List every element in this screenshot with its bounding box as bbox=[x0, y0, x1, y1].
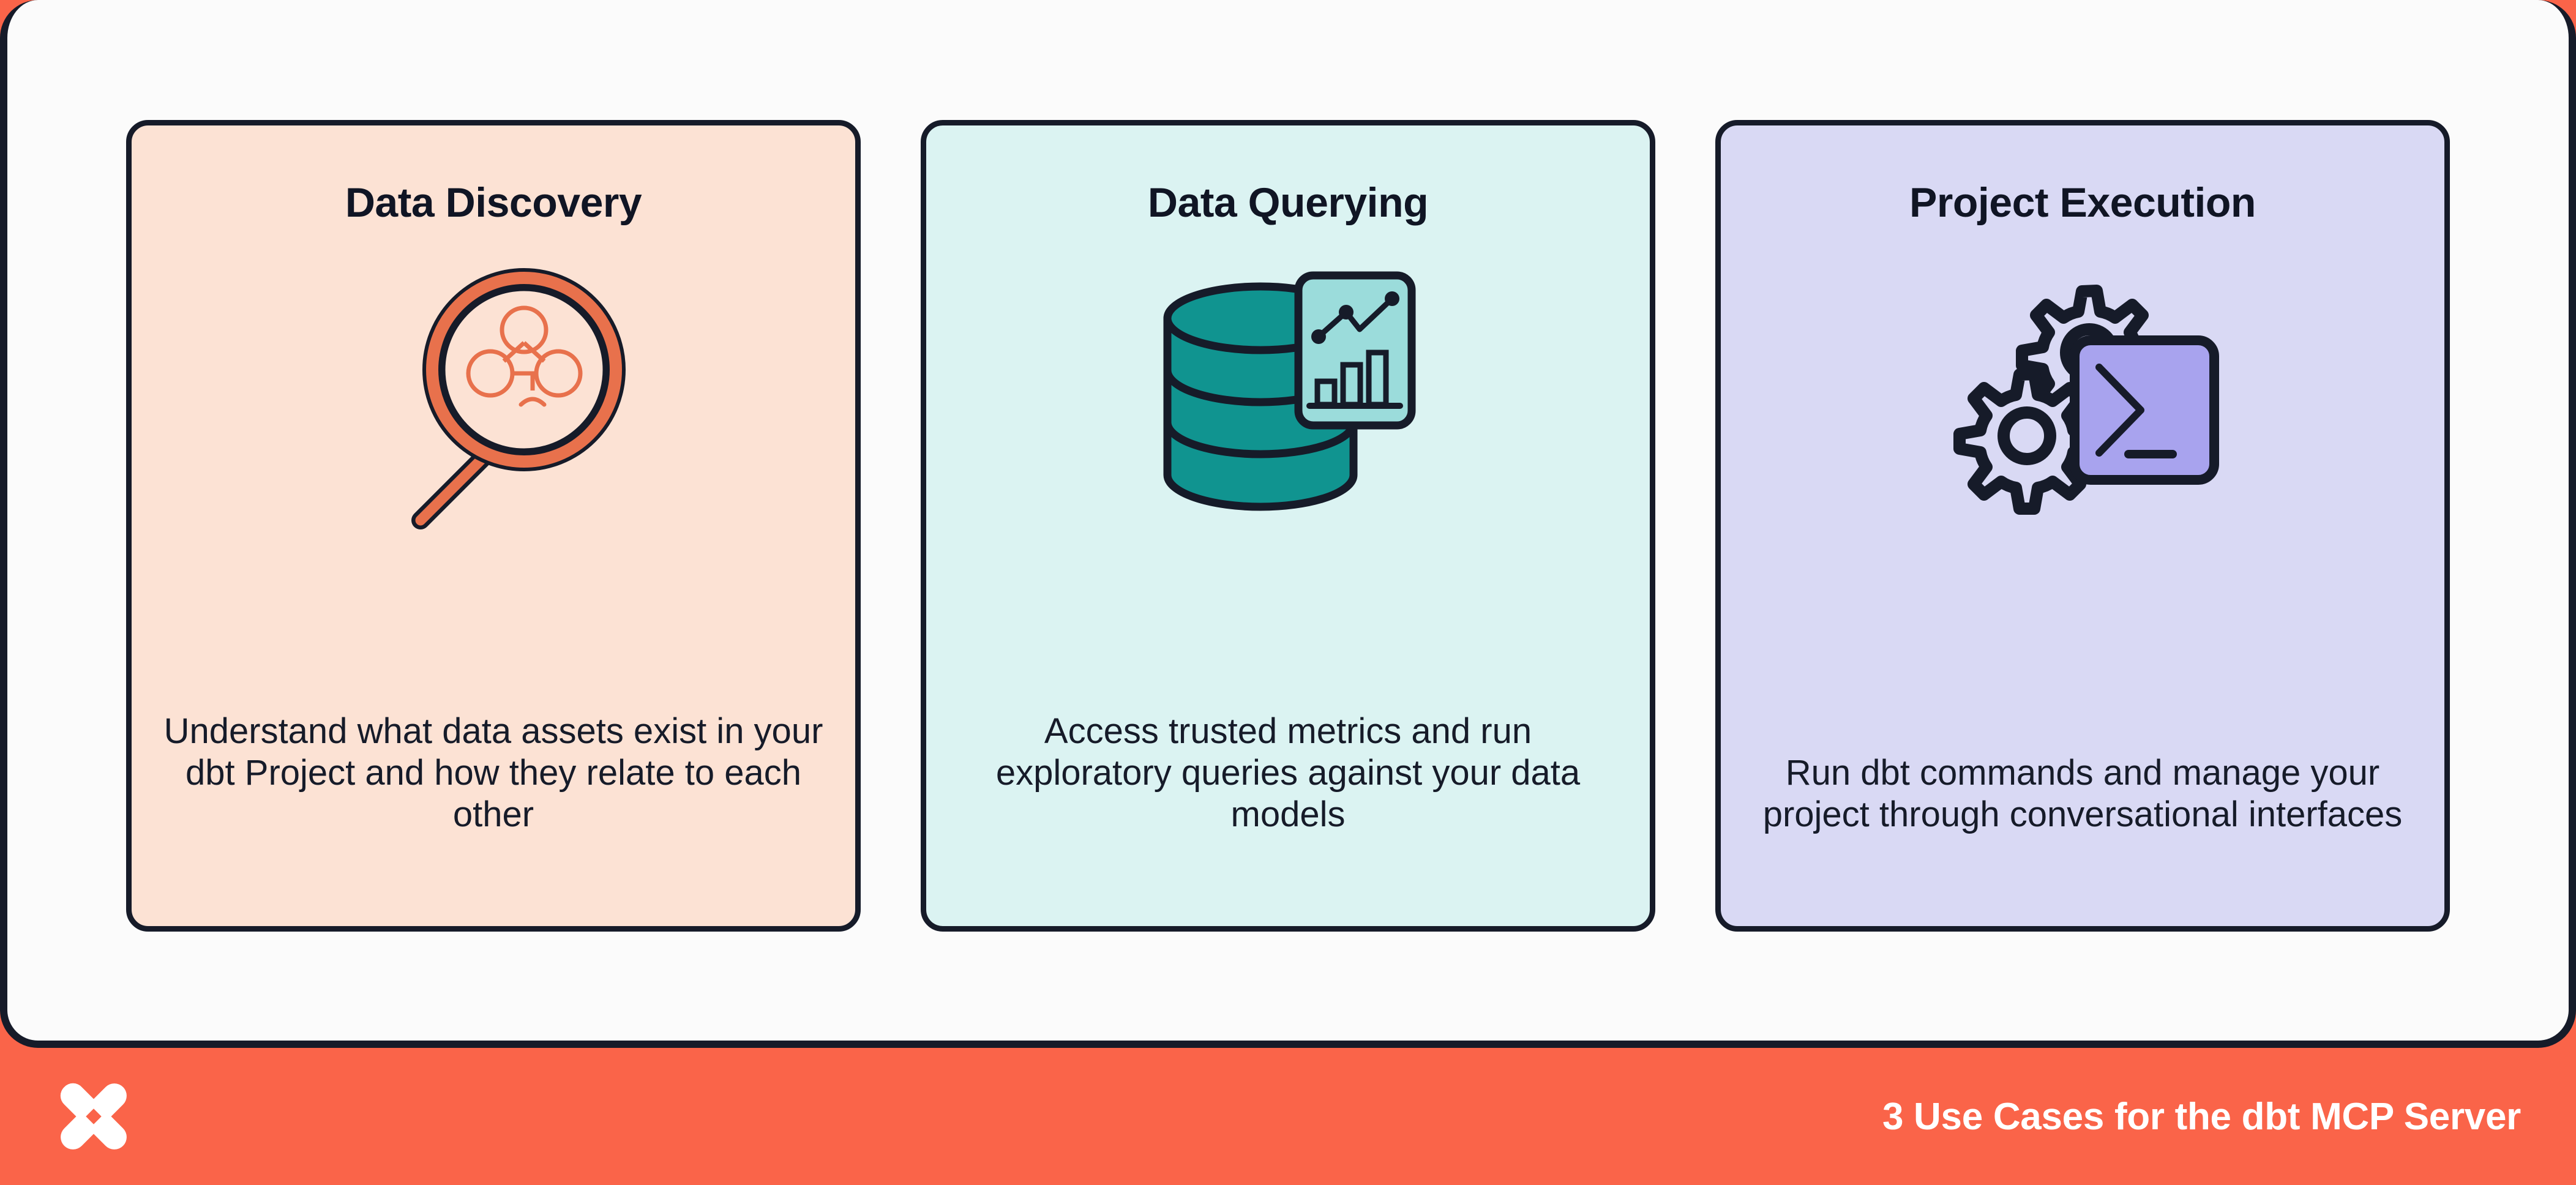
card-body: Understand what data assets exist in you… bbox=[163, 711, 823, 835]
card-body: Access trusted metrics and run explorato… bbox=[995, 711, 1581, 835]
use-case-card-project-execution[interactable]: Project Execution bbox=[1715, 120, 2450, 932]
card-title: Data Querying bbox=[1147, 179, 1429, 226]
gears-terminal-icon bbox=[1721, 253, 2444, 547]
use-case-card-row: Data Discovery bbox=[0, 120, 2576, 934]
database-chart-icon bbox=[926, 253, 1650, 547]
card-title: Data Discovery bbox=[345, 179, 642, 226]
use-case-card-data-querying[interactable]: Data Querying bbox=[921, 120, 1655, 932]
card-body: Run dbt commands and manage your project… bbox=[1762, 753, 2403, 835]
use-case-card-data-discovery[interactable]: Data Discovery bbox=[126, 120, 861, 932]
card-title: Project Execution bbox=[1909, 179, 2256, 226]
footer-caption: 3 Use Cases for the dbt MCP Server bbox=[1882, 1095, 2521, 1138]
magnifying-glass-lineage-icon bbox=[132, 253, 855, 547]
dbt-logo-icon bbox=[48, 1071, 140, 1162]
footer-bar: 3 Use Cases for the dbt MCP Server bbox=[0, 1048, 2576, 1185]
